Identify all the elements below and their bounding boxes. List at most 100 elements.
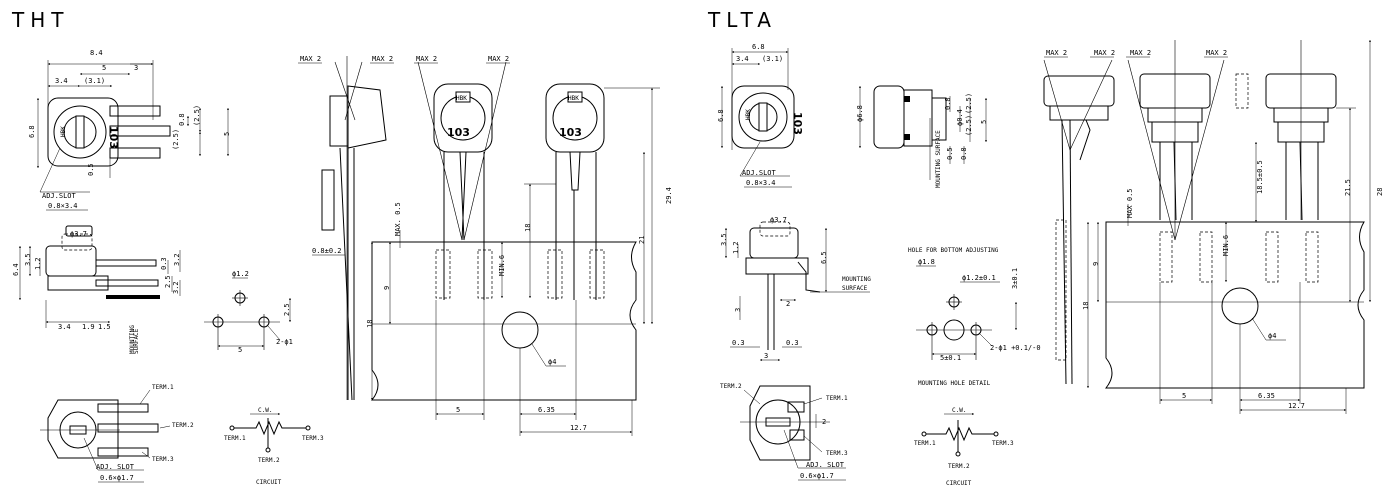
tlta-bottom-2: 2 <box>822 418 826 426</box>
tlta-adj-label-b: ADJ. SLOT <box>806 461 845 469</box>
tht-bottom-view: TERM.1 TERM.2 TERM.3 ADJ. SLOT 0.6×ϕ1.7 <box>40 384 194 483</box>
tlta-term-3: TERM.3 <box>826 450 848 457</box>
tlta-hole-2-phi-1: 2-ϕ1 +0.1/-0 <box>990 344 1041 352</box>
tht-tape-dim-9: 9 <box>383 286 391 290</box>
tlta-sec-6-5: 6.5 <box>820 251 828 264</box>
tlta-side-view: ϕ6.8 MOUNTING SURFACE 0.8 ϕ0.4 (2.5) (2.… <box>856 85 988 188</box>
tlta-circuit-term3: TERM.3 <box>992 440 1014 447</box>
tht-pot1-hbk: HBK <box>456 95 467 102</box>
tlta-sec-surface: SURFACE <box>842 285 868 292</box>
tlta-side-2-5a: (2.5) <box>965 93 973 114</box>
tlta-sec-1-2: 1.2 <box>732 241 740 254</box>
tht-dim-0-8-0-2: 0.8±0.2 <box>312 247 342 255</box>
tlta-hole-phi-1-2: ϕ1.2±0.1 <box>962 274 996 282</box>
tht-circuit-term1: TERM.1 <box>224 435 246 442</box>
tht-dim-3-2a: 3.2 <box>173 253 181 266</box>
tht-dim-6-8: 6.8 <box>28 125 36 138</box>
tht-dim-3-1: (3.1) <box>84 77 105 85</box>
tlta-adj-label: ADJ.SLOT <box>742 169 777 177</box>
tlta-dim-21-5: 21.5 <box>1344 179 1352 196</box>
tlta-circuit-cw: C.W. <box>952 407 966 414</box>
tlta-pot-2 <box>1235 40 1337 221</box>
tht-dim-3-4b: 3.4 <box>58 323 71 331</box>
tht-hole-pattern: ϕ1.2 5 2.5 2-ϕ1 <box>204 270 293 354</box>
tlta-pot-1 <box>1127 40 1225 241</box>
tht-dim-0-8: 0.8 <box>178 113 186 126</box>
tlta-phi-3-7: ϕ3.7 <box>770 216 787 224</box>
tlta-circuit-term2: TERM.2 <box>948 463 970 470</box>
tlta-title: TLTA <box>707 8 777 32</box>
tlta-tape-9: 9 <box>1092 262 1100 266</box>
tht-body-code: 103 <box>107 126 120 149</box>
tht-dim-18-lead: 18 <box>524 224 532 232</box>
tlta-front-view: 6.8 3.4 (3.1) HBK 103 6.8 ADJ.SLOT 0.8×3… <box>717 43 804 188</box>
tht-dim-1-5: 1.5 <box>98 323 111 331</box>
tht-dim-min-6: MIN.6 <box>498 255 506 276</box>
tht-max2-d: MAX 2 <box>488 55 509 63</box>
tlta-side-2-5b: (2.5) <box>965 115 973 136</box>
tht-circuit-caption: CIRCUIT <box>256 479 282 486</box>
tlta-hole-caption: HOLE FOR BOTTOM ADJUSTING <box>908 247 999 254</box>
tlta-6-35: 6.35 <box>1258 392 1275 400</box>
tht-circuit-term2: TERM.2 <box>258 457 280 464</box>
tht-dim-phi-3-7: ϕ3.7 <box>70 230 87 238</box>
tht-dim-1-9: 1.9 <box>82 323 95 331</box>
tlta-section-view: ϕ3.7 3.5 1.2 6.5 MOUNTING SURFACE 2 3 0.… <box>720 216 871 361</box>
tht-dim-29-4: 29.4 <box>665 187 673 204</box>
tlta-dim-6-8: 6.8 <box>752 43 765 51</box>
tlta-hole-pattern: HOLE FOR BOTTOM ADJUSTING ϕ1.8 ϕ1.2±0.1 … <box>908 247 1041 387</box>
tht-dim-0-3: 0.3 <box>160 257 168 270</box>
tlta-dim-3-1: (3.1) <box>762 55 783 63</box>
tlta-tape-phi-4: ϕ4 <box>1268 332 1276 340</box>
tlta-circuit-term1: TERM.1 <box>914 440 936 447</box>
tlta-circuit-caption: CIRCUIT <box>946 480 972 487</box>
tht-circuit-term3: TERM.3 <box>302 435 324 442</box>
tht-dim-1-2: 1.2 <box>34 257 42 270</box>
tht-pot2-code: 103 <box>559 126 582 139</box>
tht-title: THT <box>11 8 69 32</box>
tht-hole-dim-5: 5 <box>238 346 242 354</box>
tlta-bottom-view: TERM.2 TERM.1 TERM.3 2 ADJ. SLOT 0.6×ϕ1.… <box>720 383 848 481</box>
tht-term-1: TERM.1 <box>152 384 174 391</box>
tht-tape-dim-18: 18 <box>366 320 374 328</box>
tht-adj-slot-label: ADJ.SLOT <box>42 192 77 200</box>
tlta-side-0-5: 0.5 <box>946 147 954 160</box>
tht-max2-a: MAX 2 <box>300 55 321 63</box>
tlta-hole-pitch: 5±0.1 <box>940 354 961 362</box>
tlta-circuit: C.W. TERM.1 TERM.3 TERM.2 CIRCUIT <box>914 407 1014 487</box>
tht-dim-6-4: 6.4 <box>12 263 20 276</box>
tht-dim-5: 5 <box>102 64 106 72</box>
tlta-mounting-surface: MOUNTING SURFACE <box>935 130 942 188</box>
tht-circuit: C.W. TERM.1 TERM.3 TERM.2 CIRCUIT <box>224 407 324 486</box>
tht-term-3: TERM.3 <box>152 456 174 463</box>
tlta-term-1: TERM.1 <box>826 395 848 402</box>
tht-body-mark-hbk: HBK <box>60 126 67 137</box>
tht-side-view: ϕ3.7 6.4 3.5 1.2 0.3 3.2 2.5 3.2 3.4 1.9… <box>12 225 181 354</box>
tlta-pitch-5: 5 <box>1182 392 1186 400</box>
tht-adj-slot-size-b: 0.6×ϕ1.7 <box>100 474 134 482</box>
tht-max2-c: MAX 2 <box>416 55 437 63</box>
tht-dim-5-v: 5 <box>223 132 231 136</box>
tht-dim-2-5b: (2.5) <box>172 129 180 150</box>
tht-max2-b: MAX 2 <box>372 55 393 63</box>
tht-front-view: 8.4 5 3 3.4 (3.1) 6.8 HBK 103 0.8 (2.5) … <box>28 49 231 211</box>
tht-hole-2-phi-1: 2-ϕ1 <box>276 338 293 346</box>
tlta-side-0-8b: 0.8 <box>960 147 968 160</box>
tht-circuit-cw: C.W. <box>258 407 272 414</box>
tlta-hole-phi-1-8: ϕ1.8 <box>918 258 935 266</box>
tlta-sec-3-5: 3.5 <box>720 233 728 246</box>
tlta-main-elevation: MAX 2 MAX 2 MAX 2 MAX 2 <box>1043 40 1384 414</box>
tlta-sec-mounting: MOUNTING <box>842 276 871 283</box>
tlta-body-hbk: HBK <box>745 109 752 120</box>
tlta-body-code: 103 <box>791 112 804 135</box>
tht-dim-3: 3 <box>134 64 138 72</box>
tht-mounting-surface-1: MOUNTING <box>129 325 136 354</box>
tlta-sec-0-3b: 0.3 <box>786 339 799 347</box>
tlta-side-phi-6-8: ϕ6.8 <box>856 105 864 122</box>
tlta-max2-a: MAX 2 <box>1046 49 1067 57</box>
tht-pot1-code: 103 <box>447 126 470 139</box>
tht-dim-0-5: 0.5 <box>87 163 95 176</box>
tlta-tape-18: 18 <box>1082 302 1090 310</box>
tlta-dim-3-4: 3.4 <box>736 55 749 63</box>
